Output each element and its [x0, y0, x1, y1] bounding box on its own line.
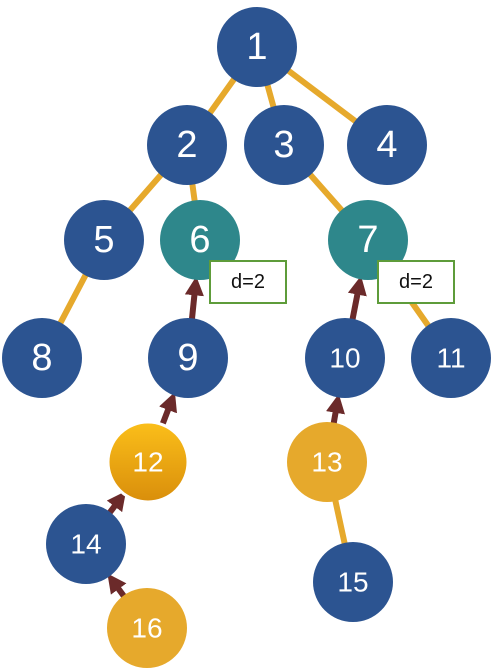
distance-label-node-7: d=2: [377, 260, 455, 304]
node-label-12: 12: [132, 447, 163, 478]
arrow-13-to-10: [326, 393, 345, 426]
distance-label-text: d=2: [231, 271, 265, 293]
node-14: 14: [46, 504, 126, 584]
node-12: 12: [106, 420, 190, 504]
node-10: 10: [305, 318, 385, 398]
node-4: 4: [347, 105, 427, 185]
node-2: 2: [147, 105, 227, 185]
node-circle-9: [148, 318, 228, 398]
distance-label-box: [377, 260, 455, 304]
node-11: 11: [411, 318, 491, 398]
node-15: 15: [313, 542, 393, 622]
node-circle-11: [411, 318, 491, 398]
distance-label-box: [209, 260, 287, 304]
node-circle-5: [64, 200, 144, 280]
node-label-14: 14: [70, 529, 101, 560]
node-3: 3: [244, 105, 324, 185]
node-circle-13: [287, 422, 367, 502]
node-circle-14: [46, 504, 126, 584]
node-label-15: 15: [337, 567, 368, 598]
node-1: 1: [217, 7, 297, 87]
node-8: 8: [2, 318, 82, 398]
arrow-14-to-12: [106, 491, 127, 516]
node-circle-3: [244, 105, 324, 185]
node-circle-12: [106, 420, 190, 504]
node-circle-2: [147, 105, 227, 185]
node-circle-1: [217, 7, 297, 87]
node-label-8: 8: [31, 337, 52, 379]
arrow-10-to-7: [347, 275, 367, 322]
node-label-5: 5: [93, 219, 114, 261]
node-label-7: 7: [357, 219, 378, 261]
node-label-2: 2: [176, 124, 197, 166]
node-label-11: 11: [436, 343, 465, 374]
node-13: 13: [287, 422, 367, 502]
node-circle-4: [347, 105, 427, 185]
node-label-1: 1: [246, 26, 267, 68]
node-circle-15: [313, 542, 393, 622]
node-16: 16: [107, 588, 187, 668]
node-circle-8: [2, 318, 82, 398]
node-5: 5: [64, 200, 144, 280]
parent-pointer-arrows: [106, 275, 367, 600]
distance-label-node-6: d=2: [209, 260, 287, 304]
node-9: 9: [148, 318, 228, 398]
distance-labels: d=2 d=2: [209, 260, 455, 304]
node-circle-10: [305, 318, 385, 398]
node-label-3: 3: [273, 124, 294, 166]
node-label-10: 10: [329, 343, 360, 374]
arrow-16-to-14: [107, 573, 128, 600]
node-label-13: 13: [311, 447, 342, 478]
node-label-16: 16: [131, 613, 162, 644]
node-label-6: 6: [189, 219, 210, 261]
arrow-9-to-6: [184, 276, 204, 321]
node-label-9: 9: [177, 337, 198, 379]
node-circle-16: [107, 588, 187, 668]
node-label-4: 4: [376, 124, 397, 166]
arrow-12-to-9: [158, 391, 178, 428]
distance-label-text: d=2: [399, 271, 433, 293]
